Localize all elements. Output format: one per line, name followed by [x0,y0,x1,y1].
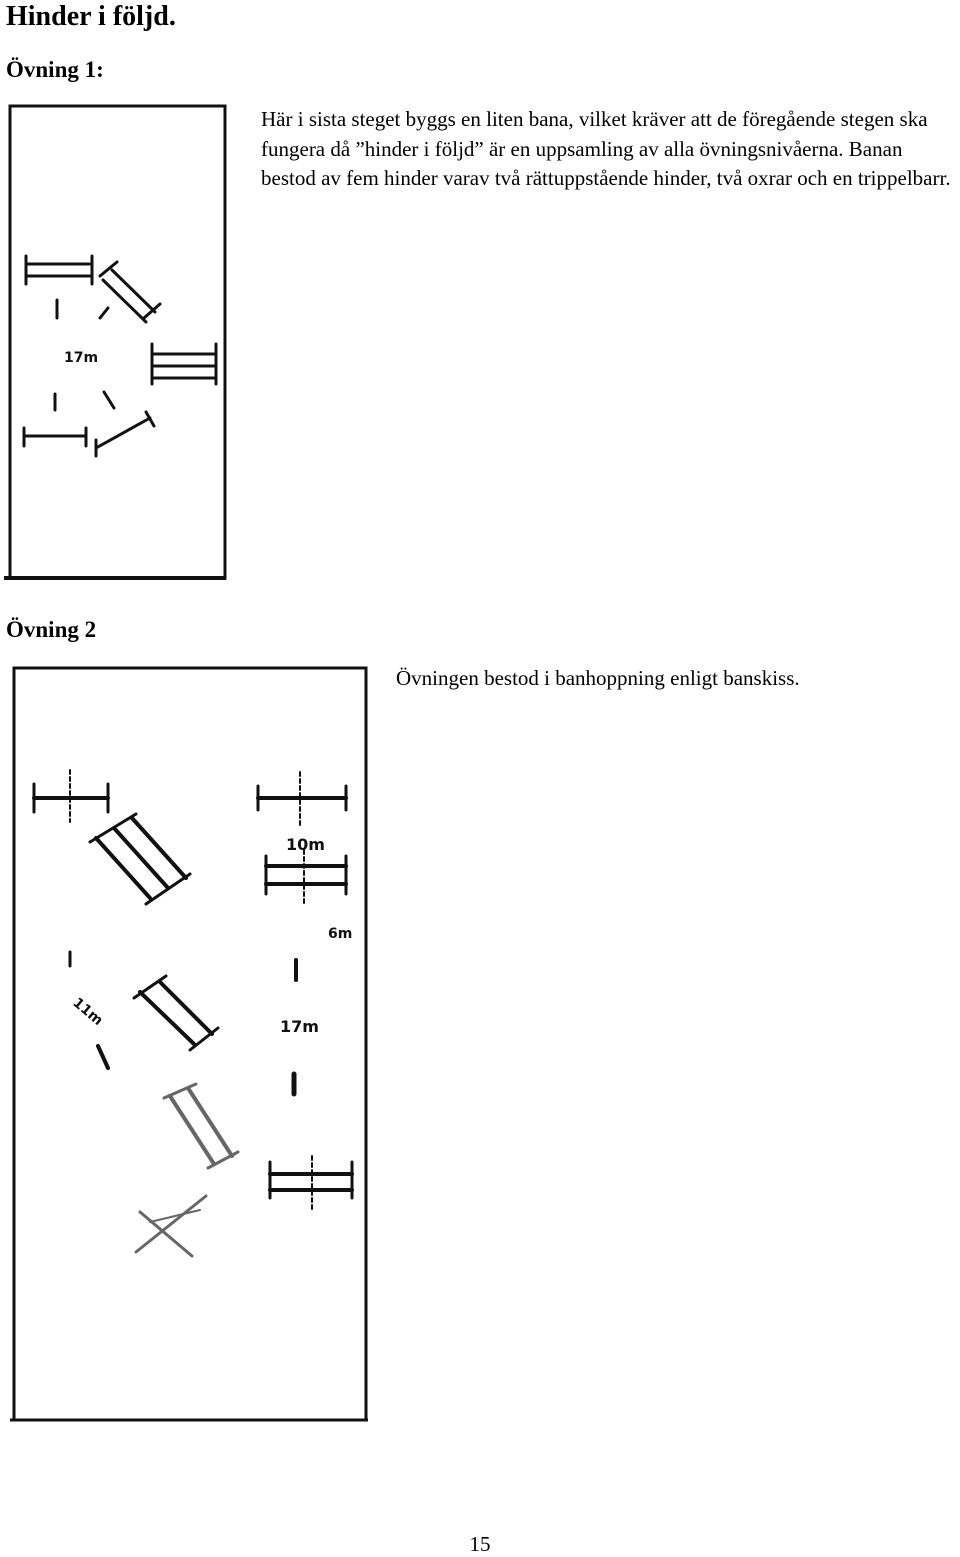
fence-oxer-2 [94,410,156,458]
fence-oxer-1 [98,260,162,324]
exercise-2-description: Övningen bestod i banhoppning enligt ban… [396,666,800,690]
arena-frame-1 [4,104,227,580]
page-title: Hinder i följd. [6,1,176,32]
track-mark [102,390,116,410]
track-mark [98,306,110,320]
exercise-1-heading: Övning 1: [6,57,104,82]
distance-label: 17m [64,350,98,366]
fence-upright-1 [24,254,94,286]
exercise-1-paragraph: Här i sista steget byggs en liten bana, … [261,107,951,190]
page-number: 15 [469,1532,491,1556]
exercise-1-description: Här i sista steget byggs en liten bana, … [261,105,951,194]
fence-upright-2 [22,426,88,448]
exercise-2-heading: Övning 2 [6,617,97,642]
fence-triple-bar [150,342,218,386]
